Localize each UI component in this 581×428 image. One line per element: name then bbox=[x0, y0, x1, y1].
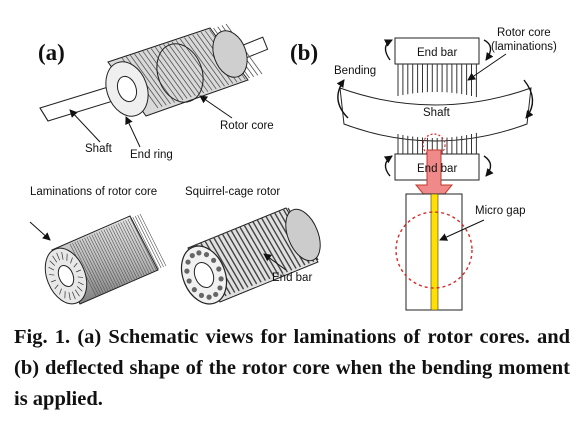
squirrel-cage-drawing bbox=[180, 207, 321, 305]
end-bar-bottom-label: End bar bbox=[417, 163, 457, 175]
rotor-core-label-b1: Rotor core bbox=[497, 27, 551, 39]
end-bar-label-a: End bar bbox=[272, 272, 312, 284]
micro-gap-label: Micro gap bbox=[475, 205, 526, 217]
figure-diagram: (a) Shaft End ring Rotor core Lamination… bbox=[29, 23, 557, 311]
laminations-drawing bbox=[44, 213, 167, 305]
shaft-label-b: Shaft bbox=[423, 107, 451, 119]
bending-diagram bbox=[336, 37, 534, 311]
laminations-label: Laminations of rotor core bbox=[30, 186, 157, 198]
rotor-core-label-b2: (laminations) bbox=[491, 41, 557, 53]
end-bar-top-label: End bar bbox=[417, 47, 457, 59]
rotor-assembly-drawing bbox=[39, 23, 269, 122]
panel-b-label: (b) bbox=[290, 40, 318, 65]
rotor-core-label-a: Rotor core bbox=[220, 120, 274, 132]
bending-label: Bending bbox=[334, 65, 376, 77]
shaft-label-a: Shaft bbox=[85, 143, 113, 155]
figure-caption: Fig. 1. (a) Schematic views for laminati… bbox=[14, 326, 570, 410]
panel-a-label: (a) bbox=[38, 40, 65, 65]
squirrel-cage-label: Squirrel-cage rotor bbox=[185, 186, 280, 198]
end-ring-label: End ring bbox=[130, 149, 173, 161]
